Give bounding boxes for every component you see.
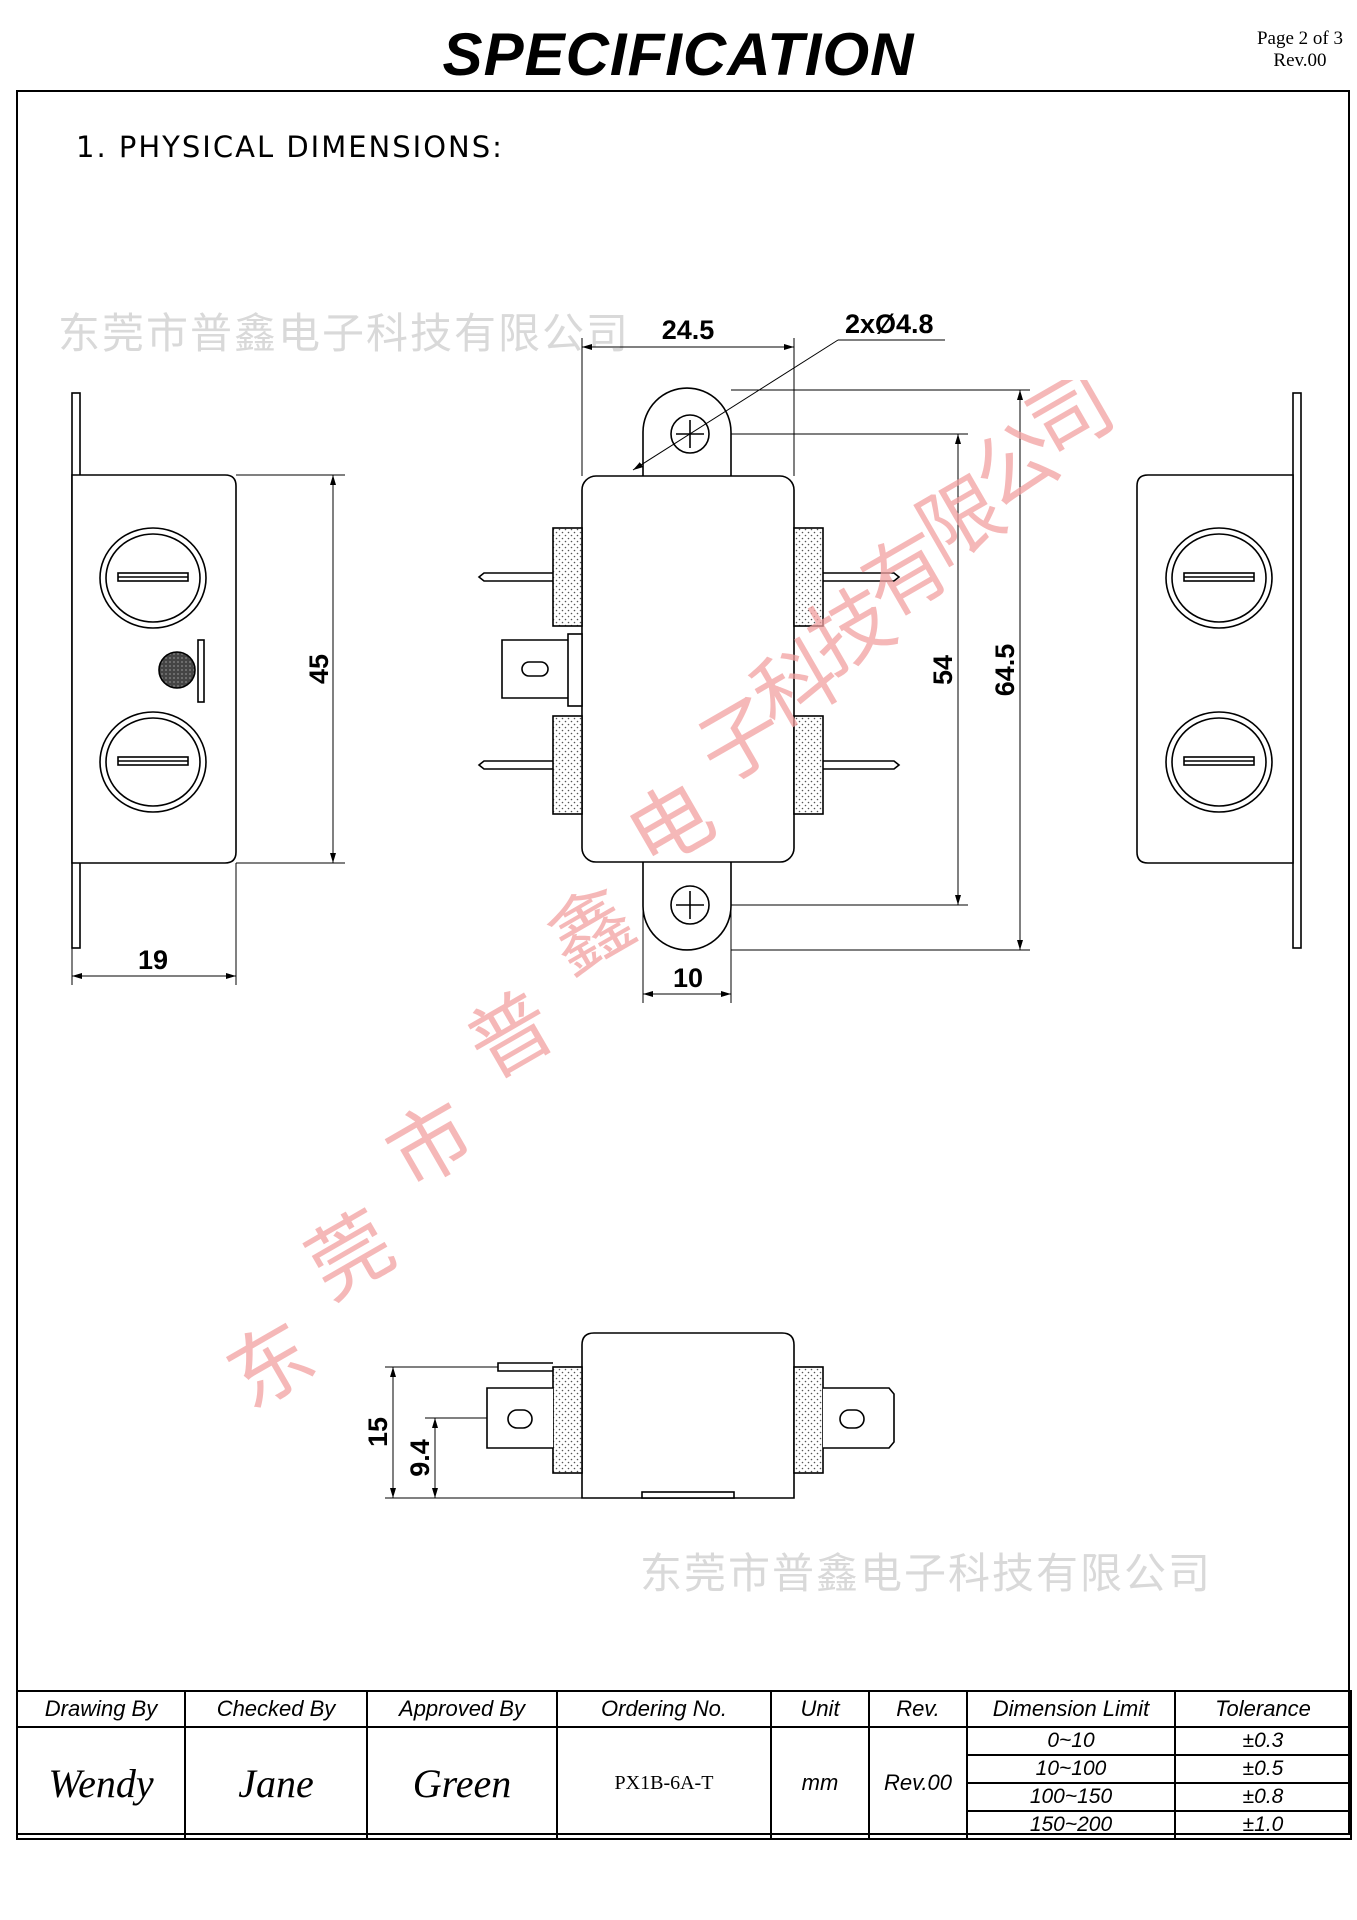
header-tolerance: Tolerance: [1174, 1690, 1352, 1728]
header-unit: Unit: [770, 1690, 870, 1728]
unit-value: mm: [770, 1726, 870, 1840]
header-rev: Rev.: [868, 1690, 968, 1728]
drawing-by-value: Wendy: [16, 1726, 186, 1840]
dimension-range: 150~200: [966, 1810, 1176, 1840]
dim-9-4: 9.4: [405, 1439, 435, 1477]
dimension-range: 10~100: [966, 1754, 1176, 1784]
right-side-view: [1136, 392, 1302, 949]
header-dimension-limit: Dimension Limit: [966, 1690, 1176, 1728]
rev-value: Rev.00: [868, 1726, 968, 1840]
section-heading: 1. PHYSICAL DIMENSIONS:: [76, 130, 504, 164]
dim-15: 15: [363, 1417, 393, 1447]
tolerance-value: ±0.8: [1174, 1782, 1352, 1812]
approved-by-value: Green: [366, 1726, 558, 1840]
tolerance-value: ±0.5: [1174, 1754, 1352, 1784]
dimension-range: 100~150: [966, 1782, 1176, 1812]
document-title: SPECIFICATION: [442, 21, 915, 88]
page-info: Page 2 of 3 Rev.00: [1257, 28, 1343, 72]
dim-54: 54: [928, 655, 958, 685]
dim-24-5: 24.5: [662, 315, 715, 345]
tolerance-value: ±0.3: [1174, 1726, 1352, 1756]
tolerance-value: ±1.0: [1174, 1810, 1352, 1840]
revision-label: Rev.00: [1273, 50, 1327, 71]
checked-by-value: Jane: [184, 1726, 368, 1840]
watermark-top: 东莞市普鑫电子科技有限公司: [58, 309, 631, 358]
dim-hole: 2xØ4.8: [845, 309, 934, 339]
dim-64-5: 64.5: [990, 644, 1020, 697]
dim-19: 19: [138, 945, 168, 975]
header-ordering-no: Ordering No.: [556, 1690, 772, 1728]
watermark-bottom: 东莞市普鑫电子科技有限公司: [640, 1549, 1213, 1598]
page-number: Page 2 of 3: [1256, 28, 1343, 49]
front-view: [477, 387, 901, 951]
header-drawing-by: Drawing By: [16, 1690, 186, 1728]
dim-45: 45: [304, 654, 334, 684]
header-checked-by: Checked By: [184, 1690, 368, 1728]
dim-10: 10: [673, 963, 703, 993]
technical-drawing: 24.5 2xØ4.8 45 54 64.5 19 10 15 9.4: [71, 309, 1302, 1499]
header-approved-by: Approved By: [366, 1690, 558, 1728]
dimension-range: 0~10: [966, 1726, 1176, 1756]
title-block: Drawing By Checked By Approved By Orderi…: [16, 1690, 1352, 1840]
left-side-view: [71, 392, 237, 949]
bottom-view: [486, 1332, 895, 1499]
ordering-no-value: PX1B-6A-T: [556, 1726, 772, 1840]
